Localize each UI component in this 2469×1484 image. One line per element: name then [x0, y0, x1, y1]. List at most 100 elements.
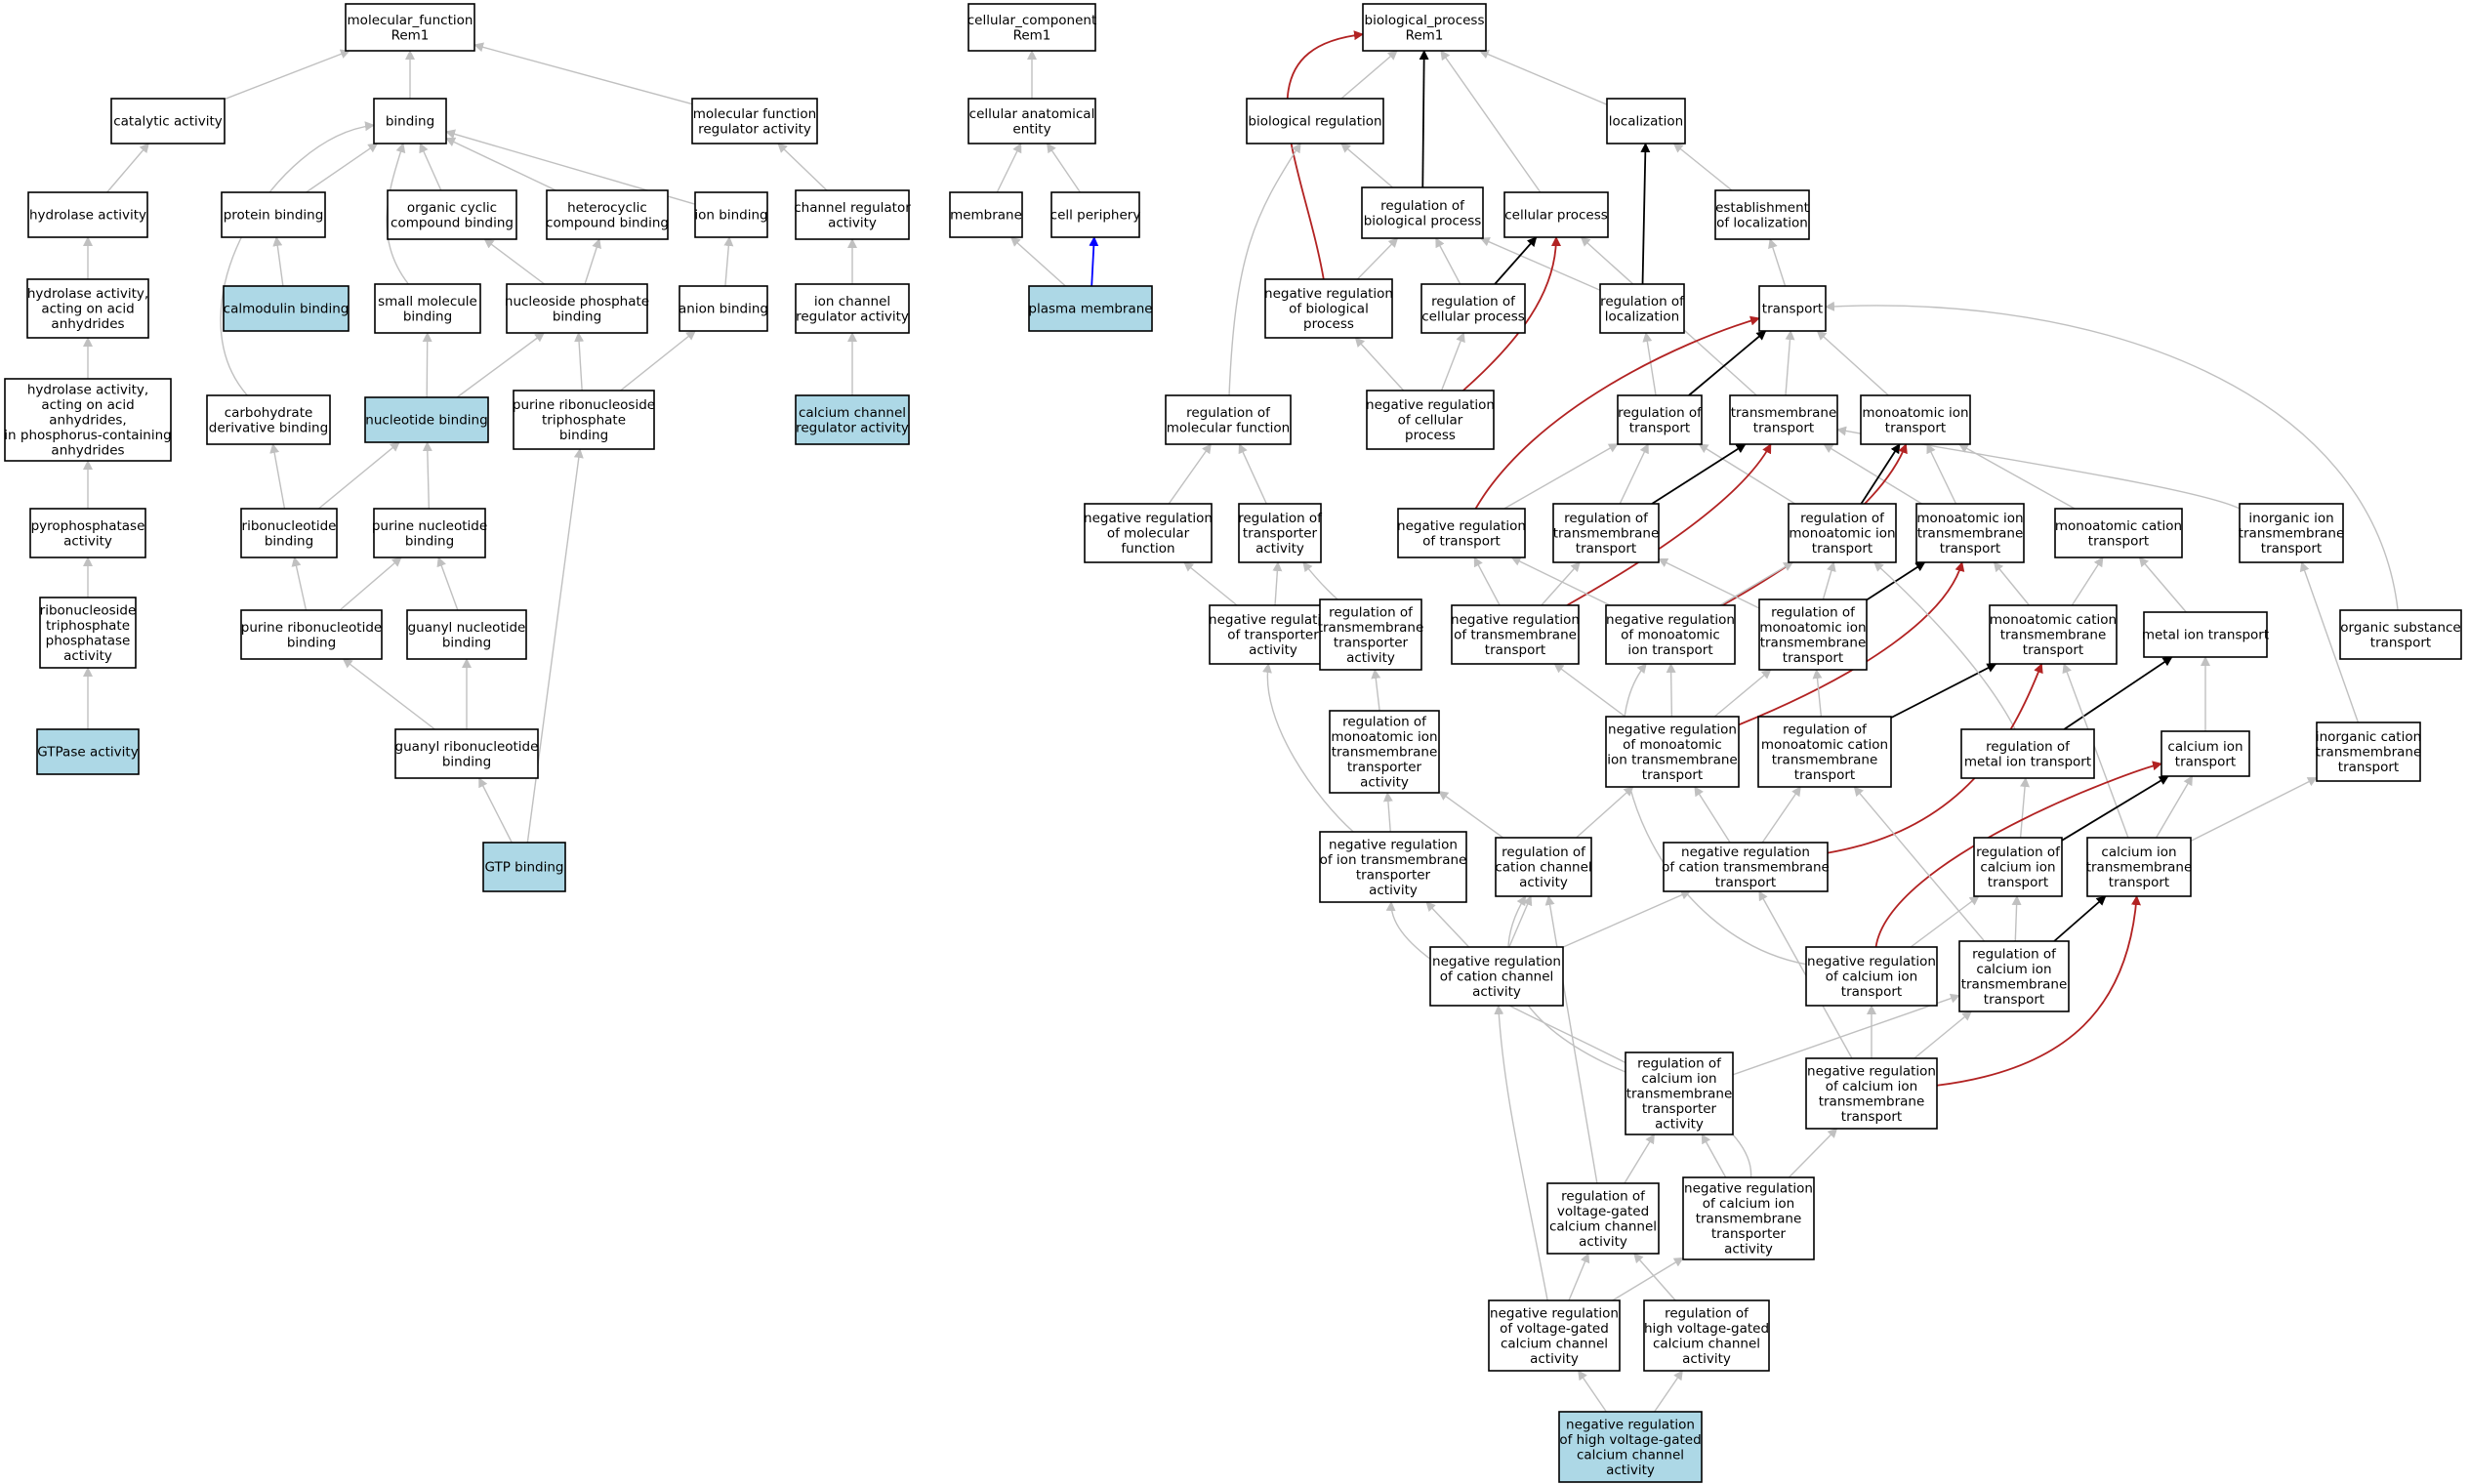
go-term-node-hydacid[interactable]: hydrolase activity,acting on acidanhydri… — [26, 278, 149, 339]
go-term-node-metalion[interactable]: metal ion transport — [2142, 611, 2269, 658]
go-term-node-cellper[interactable]: cell periphery — [1050, 191, 1141, 238]
node-label-line: negative regulation — [1684, 1181, 1813, 1197]
go-term-node-anion[interactable]: anion binding — [679, 285, 768, 332]
node-label-line: monoatomic cation — [1761, 737, 1888, 753]
node-box — [1958, 940, 2070, 1012]
go-term-node-protbind[interactable]: protein binding — [221, 191, 326, 238]
edge-is-a-caliontm-to-calion — [2155, 775, 2194, 839]
edge-is-a-inorgcat-to-inorgion — [2299, 561, 2360, 723]
node-label-line: transport — [2109, 875, 2169, 890]
go-term-node-binding[interactable]: binding — [373, 98, 447, 144]
go-term-node-transport[interactable]: transport — [1758, 285, 1827, 332]
go-term-node-bioreg[interactable]: biological regulation — [1246, 98, 1384, 144]
node-label-line: transport — [2088, 533, 2149, 549]
go-term-node-cellproc[interactable]: cellular process — [1503, 191, 1609, 238]
node-label-line: regulation of — [1637, 1056, 1722, 1072]
go-term-node-ribotri[interactable]: ribonucleosidetriphosphatephosphataseact… — [39, 597, 137, 669]
go-term-node-membrane[interactable]: membrane — [949, 191, 1023, 238]
node-label-line: Rem1 — [1406, 27, 1444, 43]
go-term-node-catalytic[interactable]: catalytic activity — [110, 98, 226, 144]
go-term-node-nucbind[interactable]: nucleotide binding — [364, 396, 489, 443]
go-term-node-hydrolase[interactable]: hydrolase activity — [27, 191, 148, 238]
go-term-node-calmod[interactable]: calmodulin binding — [223, 285, 350, 332]
go-term-node-localization[interactable]: localization — [1606, 98, 1686, 144]
node-label-line: activity — [1472, 984, 1521, 1000]
go-term-node-ionbind[interactable]: ion binding — [694, 191, 768, 238]
node-box — [1606, 98, 1686, 144]
edge-is-a-orgsub-to-transport — [1825, 301, 2399, 611]
go-term-node-plasma[interactable]: plasma membrane — [1028, 285, 1153, 332]
edge-is-a-caliontm-to-inorgcat — [2190, 776, 2318, 843]
go-term-node-regtmtransact[interactable]: regulation oftransmembranetransporteract… — [1318, 598, 1424, 671]
go-term-node-hydphos[interactable]: hydrolase activity,acting on acidanhydri… — [4, 378, 172, 462]
go-term-node-gtpbind[interactable]: GTP binding — [482, 842, 566, 892]
go-term-node-gtpase[interactable]: GTPase activity — [36, 728, 140, 775]
